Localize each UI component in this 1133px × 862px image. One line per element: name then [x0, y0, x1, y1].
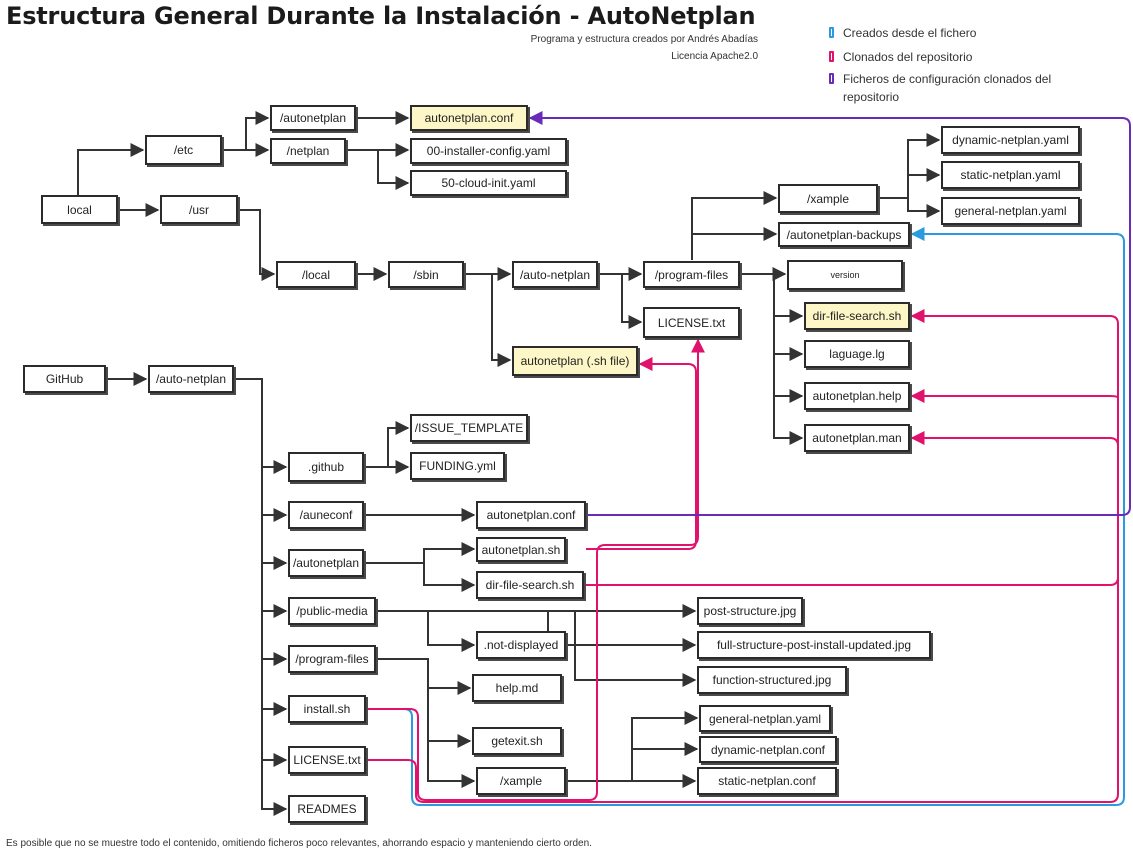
legend-swatch-blue: [829, 27, 834, 38]
node-man: autonetplan.man: [804, 424, 910, 452]
node-readmes: READMES: [288, 795, 366, 823]
node-gh-dir-file-search: dir-file-search.sh: [476, 571, 584, 599]
legend-swatch-pink: [829, 51, 834, 62]
legend-config: Ficheros de configuración clonados del r…: [829, 70, 1079, 106]
node-public-media: /public-media: [288, 597, 376, 625]
node-issue-template: /ISSUE_TEMPLATE: [410, 414, 528, 442]
node-laguage: laguage.lg: [804, 340, 910, 368]
node-gh-general-yaml: general-netplan.yaml: [699, 705, 831, 732]
node-full-structure: full-structure-post-install-updated.jpg: [697, 631, 931, 659]
node-help: autonetplan.help: [804, 382, 910, 410]
node-gh-dynamic-conf: dynamic-netplan.conf: [699, 736, 837, 763]
node-github: GitHub: [23, 365, 106, 393]
node-auneconf: /auneconf: [288, 501, 364, 529]
footer-note: Es posible que no se muestre todo el con…: [6, 838, 592, 849]
node-help-md: help.md: [472, 674, 562, 702]
legend-created-label: Creados desde el fichero: [843, 26, 977, 40]
subtitle-author: Programa y estructura creados por Andrés…: [530, 34, 758, 45]
node-local: local: [41, 195, 118, 224]
node-dir-file-search: dir-file-search.sh: [804, 302, 910, 330]
page-title: Estructura General Durante la Instalació…: [6, 2, 756, 30]
node-backups: /autonetplan-backups: [778, 222, 910, 247]
legend-cloned: Clonados del repositorio: [829, 48, 1079, 66]
node-autonetplan-conf: autonetplan.conf: [410, 105, 528, 131]
node-general-yaml: general-netplan.yaml: [941, 197, 1080, 225]
node-static-yaml: static-netplan.yaml: [941, 161, 1080, 189]
node-autonetplan-sh: autonetplan (.sh file): [512, 346, 638, 376]
legend-created: Creados desde el fichero: [829, 24, 1079, 42]
node-version: version: [787, 260, 903, 290]
legend-config-label: Ficheros de configuración clonados del r…: [843, 72, 1052, 104]
node-program-files: /program-files: [643, 261, 740, 288]
node-auneconf-conf: autonetplan.conf: [476, 501, 586, 529]
node-dot-github: .github: [288, 452, 364, 482]
node-installer-config: 00-installer-config.yaml: [410, 138, 567, 164]
node-not-displayed: .not-displayed: [476, 631, 566, 659]
node-gh-program-files: /program-files: [288, 645, 376, 673]
node-dynamic-yaml: dynamic-netplan.yaml: [941, 126, 1080, 154]
node-etc-autonetplan: /autonetplan: [270, 105, 356, 131]
node-gh-autonetplan: /autonetplan: [288, 549, 364, 577]
node-function-structured: function-structured.jpg: [697, 666, 847, 694]
node-license: LICENSE.txt: [643, 307, 740, 338]
legend-swatch-purple: [829, 73, 834, 84]
node-post-structure: post-structure.jpg: [697, 597, 803, 625]
node-getexit: getexit.sh: [472, 727, 562, 755]
node-gh-autonetplan-sh: autonetplan.sh: [476, 537, 566, 562]
node-cloud-init: 50-cloud-init.yaml: [410, 170, 567, 196]
legend-cloned-label: Clonados del repositorio: [843, 50, 973, 64]
config-connectors: [528, 111, 1131, 516]
node-funding: FUNDING.yml: [410, 452, 505, 480]
node-install-sh: install.sh: [288, 695, 366, 723]
node-auto-netplan: /auto-netplan: [512, 261, 598, 288]
cloned-connectors: [366, 309, 1119, 803]
node-xample: /xample: [778, 184, 878, 213]
node-usr-local: /local: [276, 261, 356, 288]
node-gh-static-conf: static-netplan.conf: [697, 767, 837, 795]
created-from-file-connectors: [366, 227, 1125, 806]
node-gh-xample: /xample: [476, 767, 566, 795]
node-sbin: /sbin: [388, 261, 464, 288]
structure-connectors: [77, 111, 941, 816]
node-etc: /etc: [145, 135, 222, 165]
subtitle-license: Licencia Apache2.0: [671, 51, 758, 62]
node-etc-netplan: /netplan: [270, 138, 346, 164]
node-gh-auto-netplan: /auto-netplan: [148, 365, 234, 393]
node-gh-license: LICENSE.txt: [288, 746, 366, 774]
node-usr: /usr: [160, 195, 238, 224]
